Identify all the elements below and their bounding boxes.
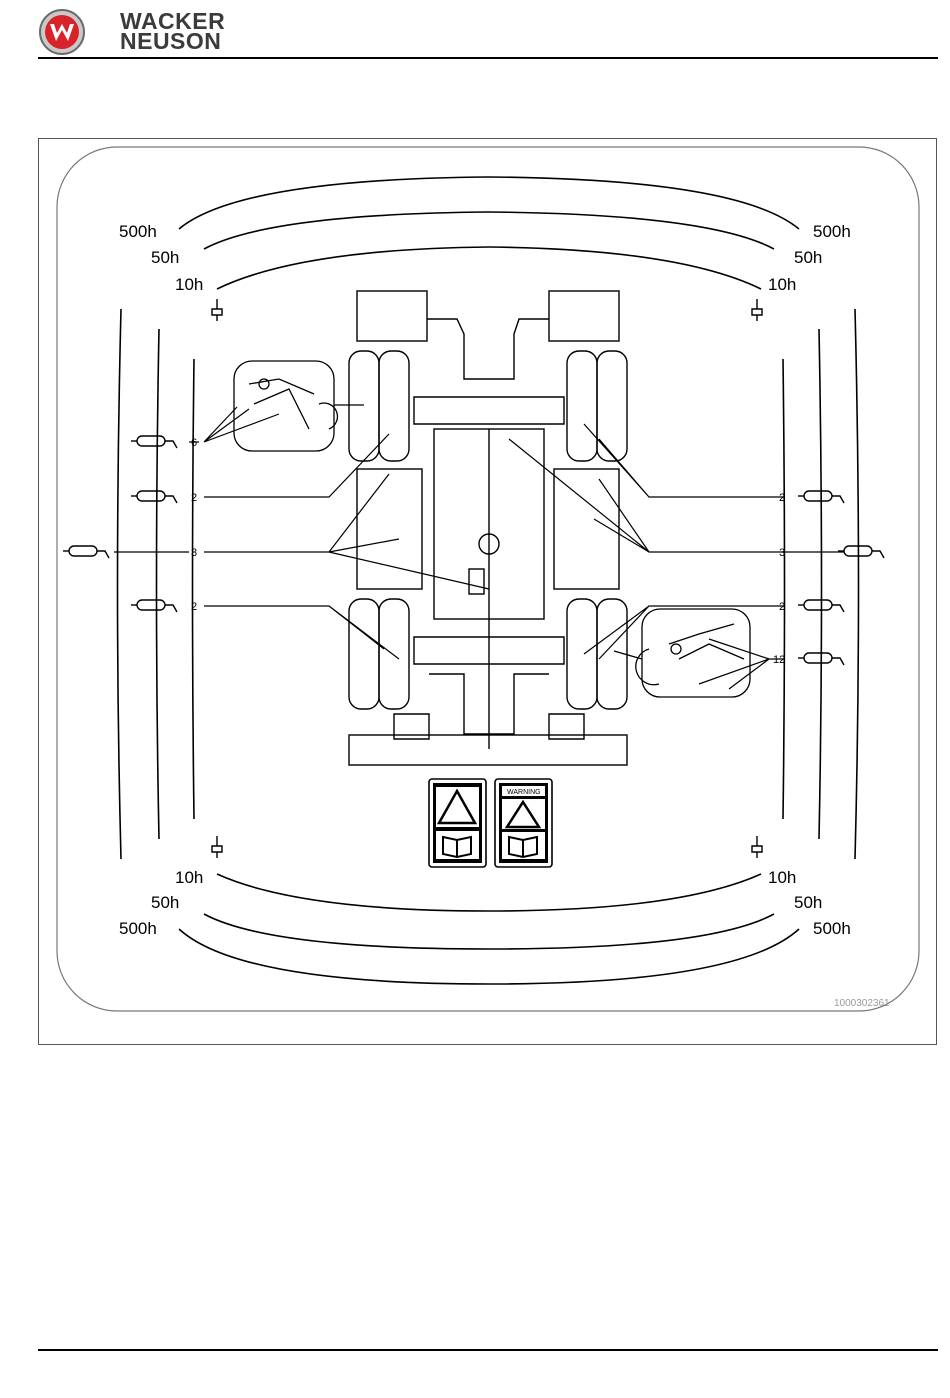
interval-label-50h-br: 50h — [794, 893, 822, 912]
interval-label-50h-tl: 50h — [151, 248, 179, 267]
interval-label-500h-tr: 500h — [813, 222, 851, 241]
callout-3-left: 3 — [191, 547, 197, 559]
wacker-neuson-logo-icon — [38, 8, 86, 56]
warning-label: WARNING — [507, 789, 541, 796]
interval-label-50h-bl: 50h — [151, 893, 179, 912]
grease-nipple-icon — [212, 299, 762, 858]
callout-12: 12 — [773, 654, 785, 666]
callout-2-left-bottom: 2 — [191, 601, 197, 613]
diagram-frame: 500h 50h 10h 500h 50h 10h 10h 50h 500h 1… — [38, 138, 937, 1045]
brand-line-2: NEUSON — [120, 31, 225, 51]
page-header: WACKER NEUSON — [0, 0, 950, 60]
interval-label-500h-tl: 500h — [119, 222, 157, 241]
interval-label-10h-br: 10h — [768, 868, 796, 887]
detail-inset-front-left — [234, 361, 364, 451]
drawing-id: 1000302361 — [834, 998, 890, 1009]
interval-label-10h-bl: 10h — [175, 868, 203, 887]
interval-label-500h-bl: 500h — [119, 919, 157, 938]
callout-3-right: 3 — [779, 547, 785, 559]
callout-6: 6 — [191, 437, 197, 449]
grease-gun-icon — [63, 436, 884, 665]
header-rule — [38, 57, 938, 59]
warning-decal-left — [429, 779, 486, 867]
callout-2-right-bottom: 2 — [779, 601, 785, 613]
interval-label-10h-tr: 10h — [768, 275, 796, 294]
footer-rule — [38, 1349, 938, 1351]
callout-2-right-top: 2 — [779, 492, 785, 504]
callout-leaders — [114, 407, 844, 689]
interval-label-10h-tl: 10h — [175, 275, 203, 294]
warning-decal-right: WARNING — [495, 779, 552, 867]
interval-label-50h-tr: 50h — [794, 248, 822, 267]
callout-2-left-top: 2 — [191, 492, 197, 504]
interval-label-500h-br: 500h — [813, 919, 851, 938]
interval-loop-500h — [118, 177, 859, 984]
machine-chassis-drawing — [349, 291, 627, 765]
maintenance-interval-diagram: 500h 50h 10h 500h 50h 10h 10h 50h 500h 1… — [39, 139, 936, 1044]
brand-wordmark: WACKER NEUSON — [120, 11, 225, 51]
